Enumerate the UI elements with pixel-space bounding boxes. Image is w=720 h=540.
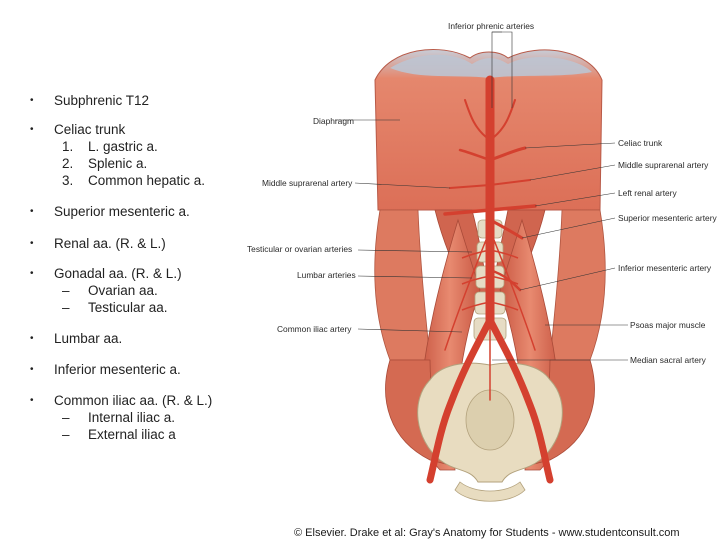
sub-item-marker: –	[62, 409, 88, 426]
label-superior-mesenteric: Superior mesenteric artery	[618, 213, 717, 223]
bullet-text: Inferior mesenteric a.	[54, 361, 252, 378]
abdominal-aorta-figure: Inferior phrenic arteries Diaphragm Midd…	[240, 20, 720, 540]
label-middle-suprarenal-right: Middle suprarenal artery	[618, 160, 709, 170]
copyright-credit: © Elsevier. Drake et al: Gray's Anatomy …	[294, 527, 680, 539]
sub-item-text: L. gastric a.	[88, 139, 158, 154]
sub-item: –Ovarian aa.	[54, 282, 252, 299]
bullet-text: Superior mesenteric a.	[54, 203, 252, 220]
bullet-text: Celiac trunk	[54, 121, 252, 138]
label-lumbar: Lumbar arteries	[297, 270, 356, 280]
bullet-marker: •	[30, 235, 34, 252]
label-left-renal: Left renal artery	[618, 188, 677, 198]
label-common-iliac: Common iliac artery	[277, 324, 352, 334]
bullet-item: • Lumbar aa.	[22, 330, 252, 347]
bullet-marker: •	[30, 265, 34, 282]
bullet-item: • Subphrenic T12	[22, 92, 252, 109]
bullet-marker: •	[30, 121, 34, 138]
sub-item-marker: –	[62, 299, 88, 316]
sub-item-text: Ovarian aa.	[88, 283, 158, 298]
sub-item-text: Common hepatic a.	[88, 173, 205, 188]
bullet-item: •Common iliac aa. (R. & L.)–Internal ili…	[22, 392, 252, 443]
sub-item-marker: 1.	[62, 138, 88, 155]
bullet-text: Renal aa. (R. & L.)	[54, 235, 252, 252]
sub-item-text: Testicular aa.	[88, 300, 168, 315]
sub-item-text: Internal iliac a.	[88, 410, 175, 425]
bullet-item: • Inferior mesenteric a.	[22, 361, 252, 378]
sub-item-marker: 3.	[62, 172, 88, 189]
bullet-text: Lumbar aa.	[54, 330, 252, 347]
bullet-item: •Gonadal aa. (R. & L.)–Ovarian aa.–Testi…	[22, 265, 252, 316]
left-quadratus	[375, 210, 430, 360]
sub-item: –External iliac a	[54, 426, 252, 443]
sub-item: –Internal iliac a.	[54, 409, 252, 426]
label-median-sacral: Median sacral artery	[630, 355, 707, 365]
right-quadratus	[550, 210, 605, 360]
label-middle-suprarenal-left: Middle suprarenal artery	[262, 178, 353, 188]
label-inferior-mesenteric: Inferior mesenteric artery	[618, 263, 712, 273]
bullet-marker: •	[30, 361, 34, 378]
bullet-marker: •	[30, 203, 34, 220]
label-inferior-phrenic: Inferior phrenic arteries	[448, 21, 534, 31]
label-testicular-ovarian: Testicular or ovarian arteries	[247, 244, 352, 254]
bullet-text: Subphrenic T12	[54, 92, 252, 109]
bullet-marker: •	[30, 392, 34, 409]
sub-item: 3.Common hepatic a.	[54, 172, 252, 189]
label-diaphragm: Diaphragm	[313, 116, 354, 126]
sub-item: –Testicular aa.	[54, 299, 252, 316]
bullet-item: • Renal aa. (R. & L.)	[22, 235, 252, 252]
label-psoas: Psoas major muscle	[630, 320, 706, 330]
bullet-item: • Superior mesenteric a.	[22, 203, 252, 220]
sub-item: 2.Splenic a.	[54, 155, 252, 172]
sub-item-text: Splenic a.	[88, 156, 147, 171]
sub-item-marker: 2.	[62, 155, 88, 172]
bullet-marker: •	[30, 92, 34, 109]
sub-item: 1.L. gastric a.	[54, 138, 252, 155]
sub-item-marker: –	[62, 426, 88, 443]
label-celiac: Celiac trunk	[618, 138, 663, 148]
bullet-marker: •	[30, 330, 34, 347]
sub-item-marker: –	[62, 282, 88, 299]
pubic-symphysis	[455, 482, 525, 501]
bullet-text: Common iliac aa. (R. & L.)	[54, 392, 252, 409]
bullet-text: Gonadal aa. (R. & L.)	[54, 265, 252, 282]
sub-item-text: External iliac a	[88, 427, 176, 442]
